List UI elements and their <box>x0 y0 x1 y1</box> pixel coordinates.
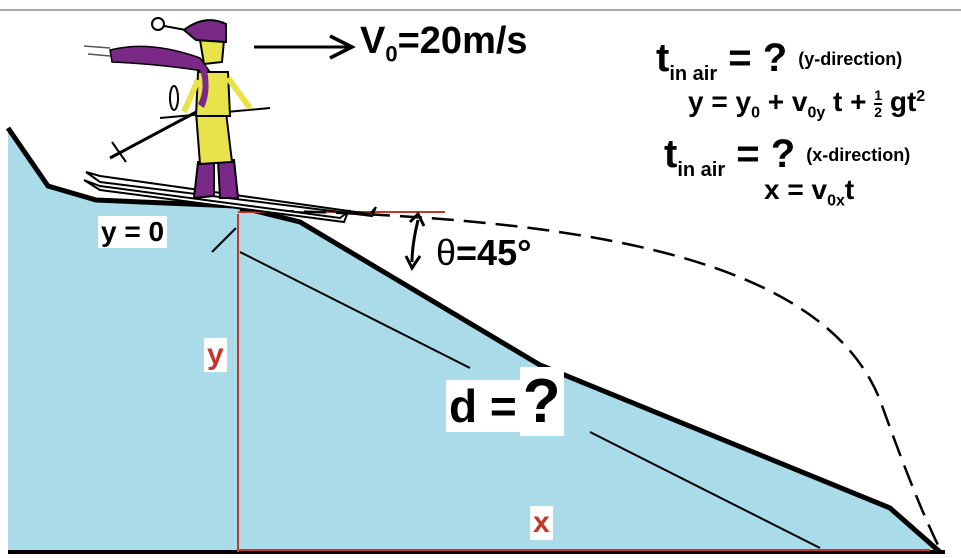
angle-arrowhead-bottom <box>404 255 422 271</box>
eq-y-fraction: 1 2 <box>874 87 883 120</box>
d-leader-line-lower <box>589 431 821 549</box>
slope-outline <box>5 126 942 554</box>
y-zero-pointer <box>211 227 237 253</box>
velocity-symbol: V <box>360 20 386 62</box>
eq-x-t-sub: in air <box>677 159 726 181</box>
y-zero-label: y = 0 <box>98 216 168 248</box>
d-unknown: ? <box>519 367 564 436</box>
slope-fill <box>8 128 940 552</box>
eq-x-question: = ? <box>736 132 796 176</box>
d-leader-line-upper <box>239 251 471 369</box>
angle-arrowhead-top <box>408 211 426 227</box>
eq-y-question: = ? <box>728 36 788 80</box>
angle-arc-icon <box>410 219 420 263</box>
eq-y-part-d: gt <box>889 86 917 118</box>
eq-y-t-sub: in air <box>669 63 718 85</box>
trajectory-curve <box>239 208 944 554</box>
eq-x-formula: x = v0xt <box>764 176 854 210</box>
skier-icon <box>83 17 377 224</box>
velocity-arrow-icon <box>254 34 356 60</box>
eq-y-part-c: t + <box>833 86 867 118</box>
eq-y-part-b: + v <box>767 86 808 118</box>
eq-y-formula: y = y0 + v0y t + 1 2 gt2 <box>688 88 925 122</box>
eq-y-title: tin air = ? (y-direction) <box>656 38 902 84</box>
y-label: y <box>204 338 227 372</box>
velocity-label: V0=20m/s <box>360 20 528 68</box>
eq-y-part-a: y = y <box>688 86 752 118</box>
velocity-value: =20m/s <box>397 20 528 62</box>
eq-y-part-a-sub: 0 <box>751 104 760 122</box>
eq-x-part-b: t <box>844 174 855 205</box>
eq-y-part-b-sub: 0y <box>807 104 826 122</box>
eq-x-note: (x-direction) <box>806 145 911 165</box>
eq-x-part-a-sub: 0x <box>827 192 845 210</box>
eq-y-t: t <box>656 36 670 80</box>
d-label: d =? <box>446 366 564 437</box>
eq-x-t: t <box>664 132 678 176</box>
eq-y-note: (y-direction) <box>798 49 903 69</box>
eq-y-frac-den: 2 <box>874 103 883 120</box>
angle-symbol: θ <box>436 232 457 273</box>
angle-label: θ=45° <box>436 232 532 274</box>
eq-y-part-d-sup: 2 <box>916 87 926 105</box>
d-equals: d = <box>446 380 520 432</box>
angle-value: =45° <box>456 232 532 273</box>
eq-x-title: tin air = ? (x-direction) <box>664 134 910 180</box>
eq-x-part-a: x = v <box>764 174 828 205</box>
x-label: x <box>530 506 553 540</box>
velocity-subscript: 0 <box>385 41 398 67</box>
eq-y-frac-num: 1 <box>874 87 883 105</box>
